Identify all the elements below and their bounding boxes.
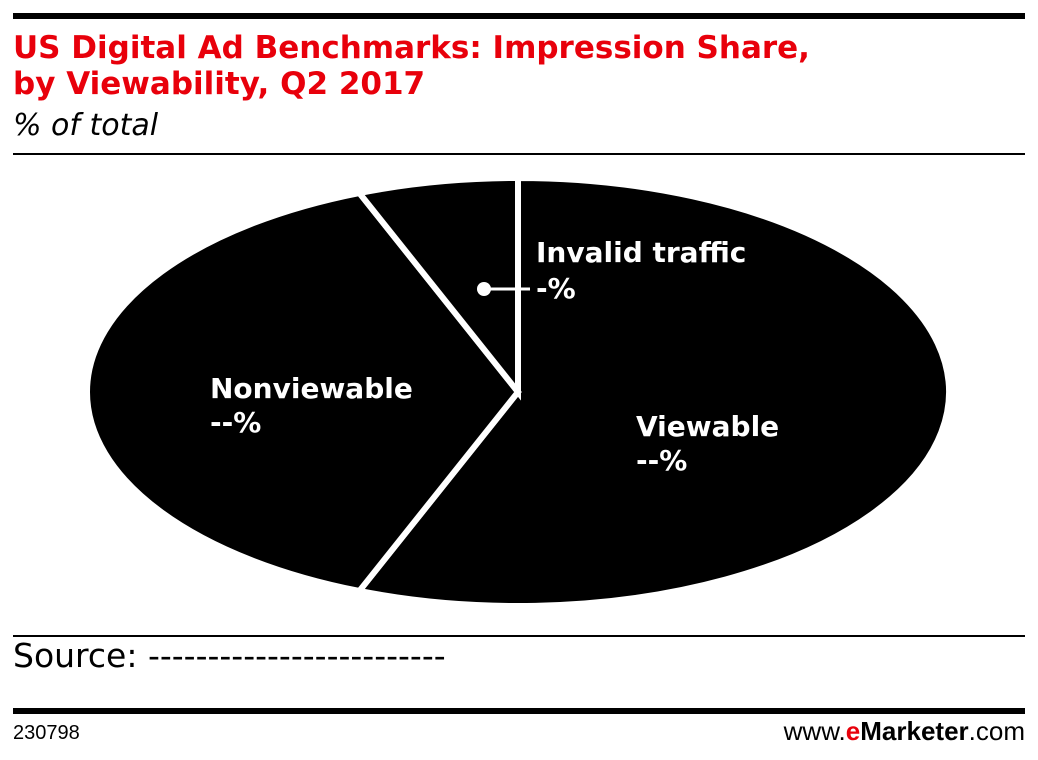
- title-divider: [13, 153, 1025, 155]
- brand-prefix: www.: [783, 716, 846, 746]
- label-invalid-traffic: Invalid traffic: [536, 236, 746, 269]
- label-viewable: Viewable: [636, 410, 779, 443]
- pie-slice-viewable: [353, 174, 952, 609]
- emarketer-logo[interactable]: www.eMarketer.com: [784, 716, 1025, 747]
- chart-subtitle: % of total: [13, 108, 159, 143]
- value-nonviewable: --%: [210, 406, 261, 439]
- value-viewable: --%: [636, 444, 687, 477]
- top-rule: [13, 13, 1025, 19]
- source-divider: [13, 635, 1025, 637]
- brand-name: Marketer: [860, 716, 969, 746]
- invalid-traffic-leader-dot: [477, 282, 491, 296]
- footer-rule: [13, 708, 1025, 714]
- source-note: Source: -------------------------: [13, 636, 446, 675]
- chart-id: 230798: [13, 722, 80, 744]
- brand-e: e: [845, 716, 861, 746]
- label-nonviewable: Nonviewable: [210, 372, 413, 405]
- chart-title: US Digital Ad Benchmarks: Impression Sha…: [13, 30, 810, 102]
- pie-slice-invalid-traffic: [353, 174, 521, 401]
- title-line-1: US Digital Ad Benchmarks: Impression Sha…: [13, 30, 810, 66]
- value-invalid-traffic: -%: [536, 272, 576, 305]
- brand-suffix: .com: [968, 716, 1025, 746]
- pie-slice-nonviewable: [84, 189, 522, 595]
- title-line-2: by Viewability, Q2 2017: [13, 66, 426, 102]
